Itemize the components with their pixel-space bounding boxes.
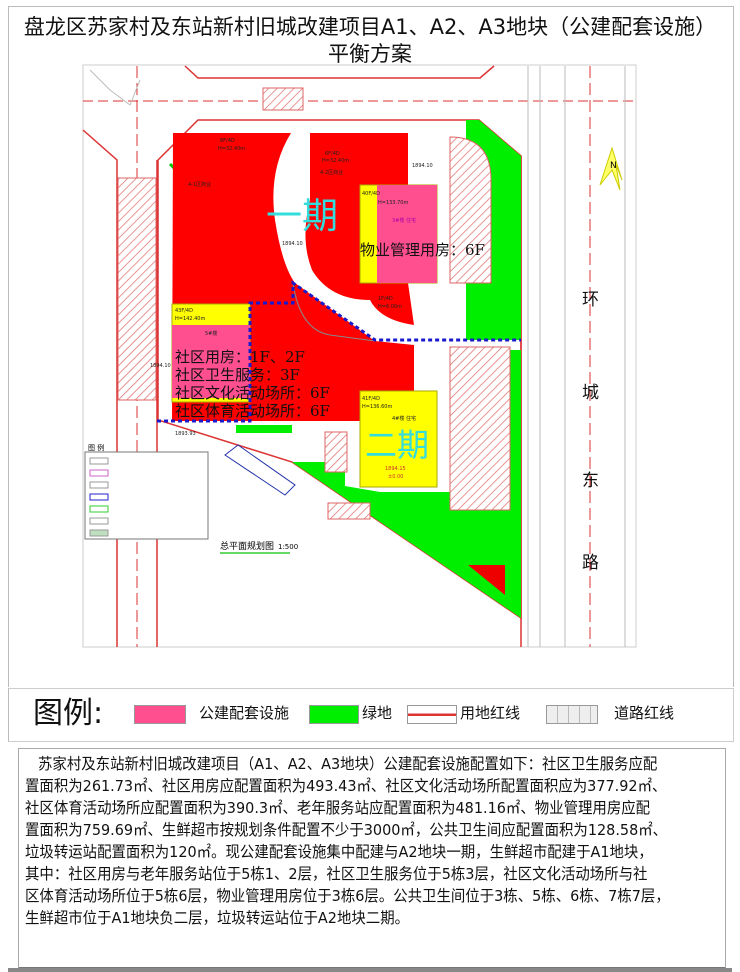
community-room-label: 社区用房：1F、2F xyxy=(175,348,305,366)
road-grey-lines xyxy=(89,66,626,647)
plan-scale: 1:500 xyxy=(278,543,298,551)
building-4-tower xyxy=(359,390,438,488)
description-line: 区体育活动场所位于5栋6层，物业管理用房位于3栋6层。公共卫生间位于3栋、5栋、… xyxy=(25,887,670,905)
building-4-zero: ±0.00 xyxy=(388,474,403,480)
building-4-name: 4#楼 住宅 xyxy=(392,415,416,422)
road-setback-ne xyxy=(449,136,492,284)
building-5-height: H=142.40m xyxy=(175,316,205,322)
description-line: 垃圾转运站配置面积为120㎡。现公建配套设施集中配建与A2地块一期，生鲜超市配建… xyxy=(25,843,653,861)
green-space-swatch xyxy=(309,705,359,724)
road-name-char: 东 xyxy=(582,471,599,491)
building-3-public-facility xyxy=(377,185,437,283)
description-line: 置面积为261.73㎡、社区用房应配置面积为493.43㎡、社区文化活动场所配置… xyxy=(25,777,667,795)
commercial-4-1-floors: 6F/4D xyxy=(220,138,235,144)
legend-title: 图例: xyxy=(33,696,104,731)
road-setback-west xyxy=(117,177,157,401)
phase2-label: 二期 xyxy=(365,426,429,464)
north-label: N xyxy=(610,161,617,171)
plaza-arc xyxy=(292,282,376,342)
elevation-mark: 1894.10 xyxy=(150,363,171,369)
building-3-name: 3#楼 住宅 xyxy=(392,217,416,224)
phase-boundary-line xyxy=(157,280,521,423)
property-management-label: 物业管理用房：6F xyxy=(360,241,485,259)
description-line: 苏家村及东站新村旧城改建项目（A1、A2、A3地块）公建配套设施配置如下：社区卫… xyxy=(38,755,658,773)
site-plan-map: 图 例 N 一期 二期 物业管理用房：6F 社区用房：1F、2F 社区卫生服务：… xyxy=(82,64,637,648)
green-area-south xyxy=(292,350,521,618)
plan-caption: 总平面规划图 xyxy=(220,540,274,552)
garbage-station xyxy=(468,565,505,595)
elevation-mark: 1893.93 xyxy=(175,431,196,437)
green-patch xyxy=(236,425,292,433)
road-red-line-swatch xyxy=(546,705,598,724)
page-title: 盘龙区苏家村及东站新村旧城改建项目A1、A2、A3地块（公建配套设施） xyxy=(23,15,717,39)
legend-label: 道路红线 xyxy=(614,704,675,722)
commercial-4-1-height: H=32.40m xyxy=(218,146,245,152)
legend-label: 公建配套设施 xyxy=(199,704,290,722)
building-5-name: 5#楼 xyxy=(205,330,217,337)
hatched-block xyxy=(324,431,348,473)
description-line: 社区体育活动场所应配置面积为390.3㎡、老年服务站应配置面积为481.16㎡、… xyxy=(25,799,651,817)
health-service-label: 社区卫生服务：3F xyxy=(175,366,300,384)
building-5-public-facility xyxy=(172,325,250,398)
podium-height: H=6.00m xyxy=(378,304,402,310)
public-facility-swatch xyxy=(134,705,186,724)
ramp xyxy=(224,444,296,496)
building-3-height: H=133.70m xyxy=(378,200,408,206)
page-frame xyxy=(8,6,734,687)
description-line: 生鲜超市位于A1地块负二层，垃圾转运站位于A2地块二期。 xyxy=(25,909,410,927)
commercial-4-2-floors: 6F/4D xyxy=(325,151,340,157)
description-text: 苏家村及东站新村旧城改建项目（A1、A2、A3地块）公建配套设施配置如下：社区卫… xyxy=(25,753,718,929)
legend-bar: 图例: 公建配套设施 绿地 用地红线 道路红线 xyxy=(8,688,734,742)
commercial-4-1-label: 4-1区商业 xyxy=(188,181,211,188)
building-4-height: H=136.60m xyxy=(362,404,392,410)
small-legend-box xyxy=(84,451,209,540)
description-line: 其中：社区用房与老年服务站位于5栋1、2层，社区卫生服务位于5栋3层，社区文化活… xyxy=(25,865,648,883)
road-setback-se xyxy=(449,346,511,511)
commercial-4-2-label: 4-2区商业 xyxy=(320,169,343,176)
building-4-elevation: 1894.15 xyxy=(385,466,406,472)
legend-label: 绿地 xyxy=(362,704,393,722)
hatched-block-north xyxy=(262,87,304,111)
legend-label: 用地红线 xyxy=(460,704,521,722)
building-4-floors: 41F/4D xyxy=(362,396,380,402)
page-subtitle: 平衡方案 xyxy=(328,42,412,66)
bottom-border xyxy=(8,968,732,972)
hatched-block-south xyxy=(327,502,371,520)
road-name-char: 环 xyxy=(582,290,599,310)
road-name-char: 城 xyxy=(582,383,599,403)
sports-activity-label: 社区体育活动场所：6F xyxy=(175,402,330,420)
building-5-floors: 43F/4D xyxy=(175,308,193,314)
culture-activity-label: 社区文化活动场所：6F xyxy=(175,384,330,402)
podium-floors: 1F/4D xyxy=(378,296,393,302)
description-box: 苏家村及东站新村旧城改建项目（A1、A2、A3地块）公建配套设施配置如下：社区卫… xyxy=(18,748,726,970)
elevation-mark: 1894.10 xyxy=(282,241,303,247)
description-line: 置面积为759.69㎡、生鲜超市按规划条件配置不少于3000㎡，公共卫生间应配置… xyxy=(25,821,668,839)
building-3-floors: 40F/4D xyxy=(362,191,380,197)
phase1-label: 一期 xyxy=(266,196,338,237)
land-red-line-swatch xyxy=(407,705,457,724)
road-name-char: 路 xyxy=(582,553,599,573)
commercial-4-2-height: H=32.40m xyxy=(322,158,349,164)
north-arrow-icon: N xyxy=(599,146,623,191)
small-legend-title: 图 例 xyxy=(88,443,104,452)
small-legend-swatches xyxy=(89,457,109,537)
elevation-mark: 1894.10 xyxy=(412,163,433,169)
